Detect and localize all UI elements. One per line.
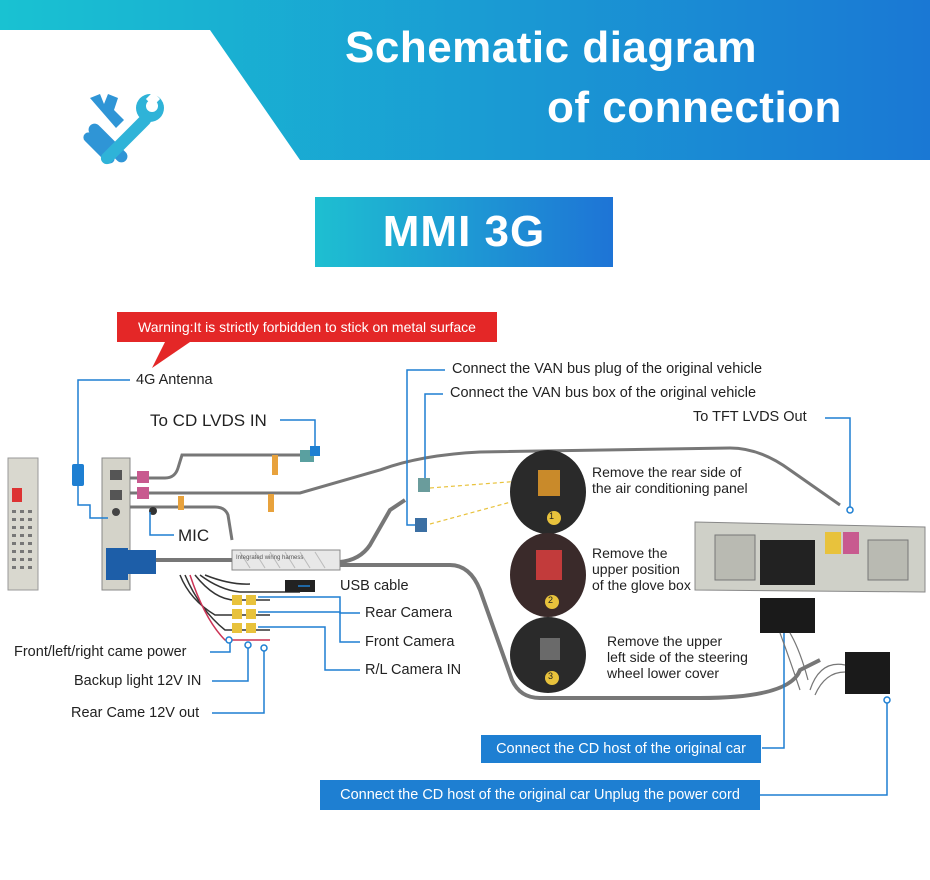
step-2-number: 2 [548, 595, 554, 605]
front-power-label: Front/left/right came power [14, 644, 187, 660]
harness-label: Integrated wiring harness [236, 555, 304, 561]
android-module [101, 457, 131, 591]
cd-host-box: Connect the CD host of the original car [481, 735, 761, 763]
model-label: MMI 3G [315, 197, 613, 267]
usb-label: USB cable [340, 578, 409, 594]
rl-camera-label: R/L Camera IN [365, 662, 462, 678]
step-photos [510, 450, 586, 693]
title-line-2: of connection [547, 83, 842, 132]
cd-host-unit [694, 521, 926, 694]
original-radio-unit [7, 457, 39, 591]
backup-light-label: Backup light 12V IN [74, 673, 202, 689]
step-1-number: 1 [549, 511, 555, 521]
rear-came-out-label: Rear Came 12V out [71, 705, 200, 721]
rear-camera-label: Rear Camera [365, 605, 453, 621]
mic-label: MIC [178, 526, 210, 545]
antenna-label: 4G Antenna [136, 372, 213, 388]
step-1-text: Remove the rear side of the air conditio… [592, 464, 748, 496]
cd-host-power-box: Connect the CD host of the original car … [320, 780, 760, 810]
step-3-number: 3 [548, 671, 554, 681]
van-box-label: Connect the VAN bus box of the original … [450, 385, 757, 401]
step-3-text: Remove the upper left side of the steeri… [607, 633, 748, 681]
warning-banner: Warning:It is strictly forbidden to stic… [117, 312, 497, 342]
wrench-screwdriver-icon [83, 91, 164, 165]
van-plug-label: Connect the VAN bus plug of the original… [452, 361, 763, 377]
title-line-1: Schematic diagram [345, 23, 757, 72]
tft-lvds-label: To TFT LVDS Out [693, 409, 807, 425]
header-banner [0, 0, 930, 160]
front-camera-label: Front Camera [365, 634, 455, 650]
cd-lvds-label: To CD LVDS IN [150, 411, 267, 430]
step-2-text: Remove the upper position of the glove b… [592, 545, 691, 593]
